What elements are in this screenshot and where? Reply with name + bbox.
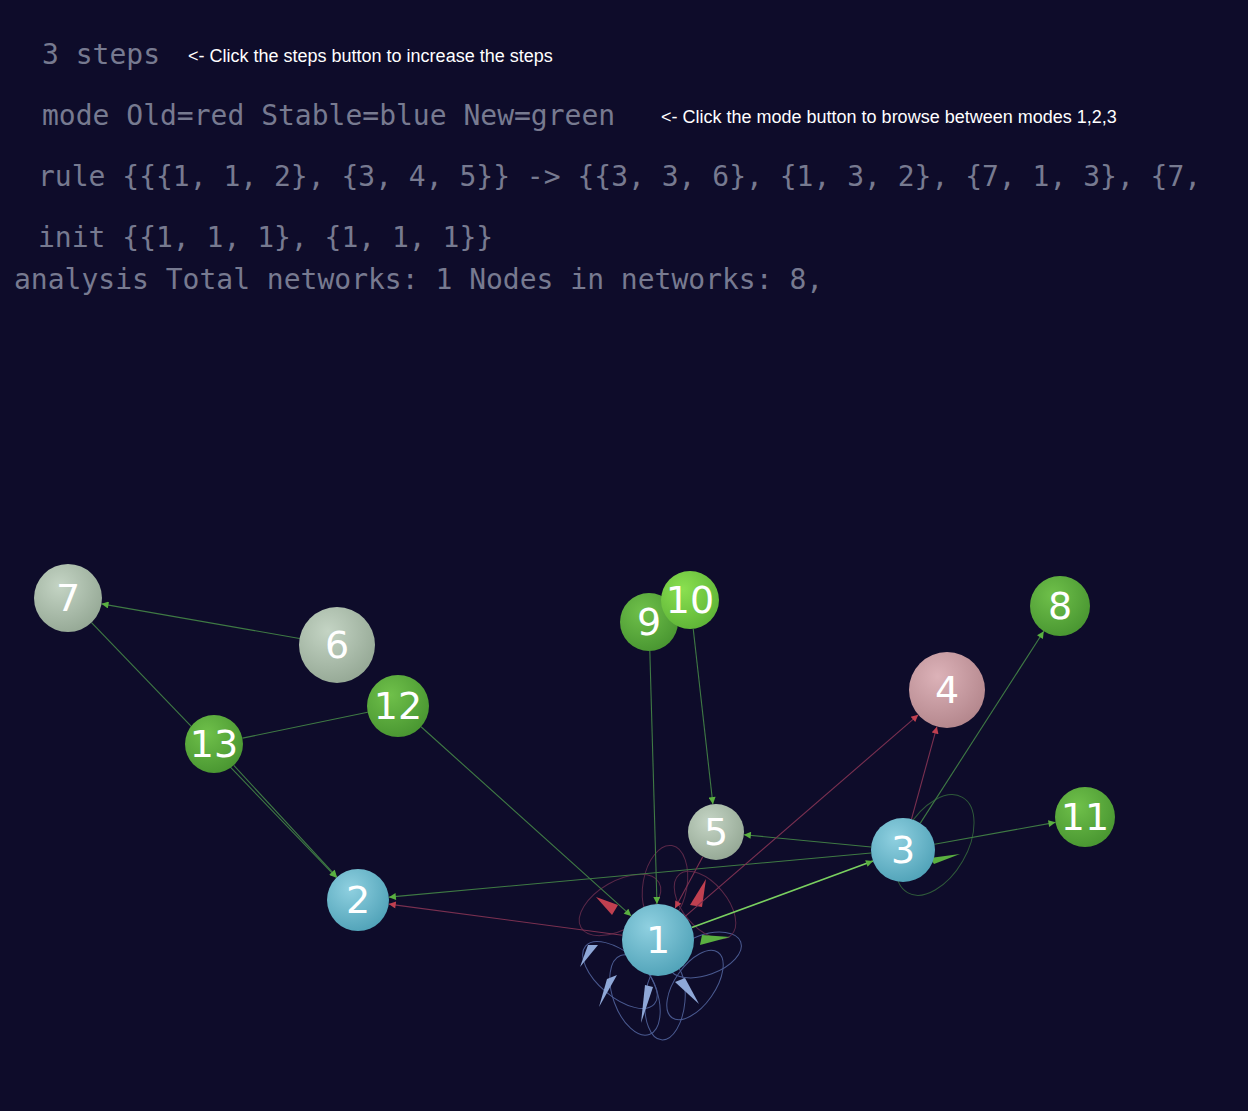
graph-vertex: 11 [1055,787,1115,847]
graph-edge [693,629,713,804]
step-counter: 3 steps [42,38,160,71]
vertex-number: 13 [190,725,238,763]
graph-edge [243,712,368,738]
graph-vertex: 10 [661,571,719,629]
vertex-number: 9 [637,603,661,641]
arrowhead [700,935,730,945]
vertex-number: 2 [346,881,370,919]
vertex-number: 1 [646,921,670,959]
arrowhead [690,879,706,907]
vertex-number: 10 [666,581,714,619]
hint-text: <- Click the mode button to browse betwe… [661,107,1117,128]
graph-vertex: 1 [622,904,694,976]
graph-edge [744,835,871,847]
graph-edge [934,822,1055,844]
graph-edge [911,727,936,820]
rule-text: rule {{{1, 1, 2}, {3, 4, 5}} -> {{3, 3, … [38,160,1201,193]
graph-vertex: 2 [327,869,389,931]
init-text: init {{1, 1, 1}, {1, 1, 1}} [38,221,493,254]
graph-edge [101,604,299,639]
arrowhead [675,978,699,1004]
graph-edge [685,715,918,917]
vertex-number: 4 [935,671,959,709]
vertex-number: 7 [56,579,80,617]
arrowhead [599,975,617,1007]
hint-text: <- Click the steps button to increase th… [188,46,553,67]
graph-vertex: 13 [185,715,243,773]
graph-edge [650,651,657,904]
vertex-number: 5 [704,813,728,851]
vertex-number: 12 [374,687,422,725]
graph-vertex: 12 [367,675,429,737]
graph-edge [234,765,337,877]
graph-vertex: 7 [34,564,102,632]
vertex-number: 6 [325,626,349,664]
graph-vertex: 8 [1030,576,1090,636]
vertex-number: 11 [1061,798,1109,836]
graph-vertex: 5 [688,804,744,860]
vertex-number: 8 [1048,587,1072,625]
graph-edge [692,861,873,928]
graph-edge [421,727,631,916]
arrowhead [580,945,598,967]
graph-vertex: 3 [871,818,935,882]
arrowhead [641,985,653,1023]
graph-edge [92,623,337,878]
graph-vertex: 6 [299,607,375,683]
graph-vertex: 4 [909,652,985,728]
analysis-text: analysis Total networks: 1 Nodes in netw… [14,263,823,296]
graph-edge [389,904,623,935]
vertex-number: 3 [891,831,915,869]
graph-edge [389,853,871,897]
graph-edge [675,857,703,909]
mode-text: mode Old=red Stable=blue New=green [42,99,615,132]
arrowhead [596,897,618,915]
